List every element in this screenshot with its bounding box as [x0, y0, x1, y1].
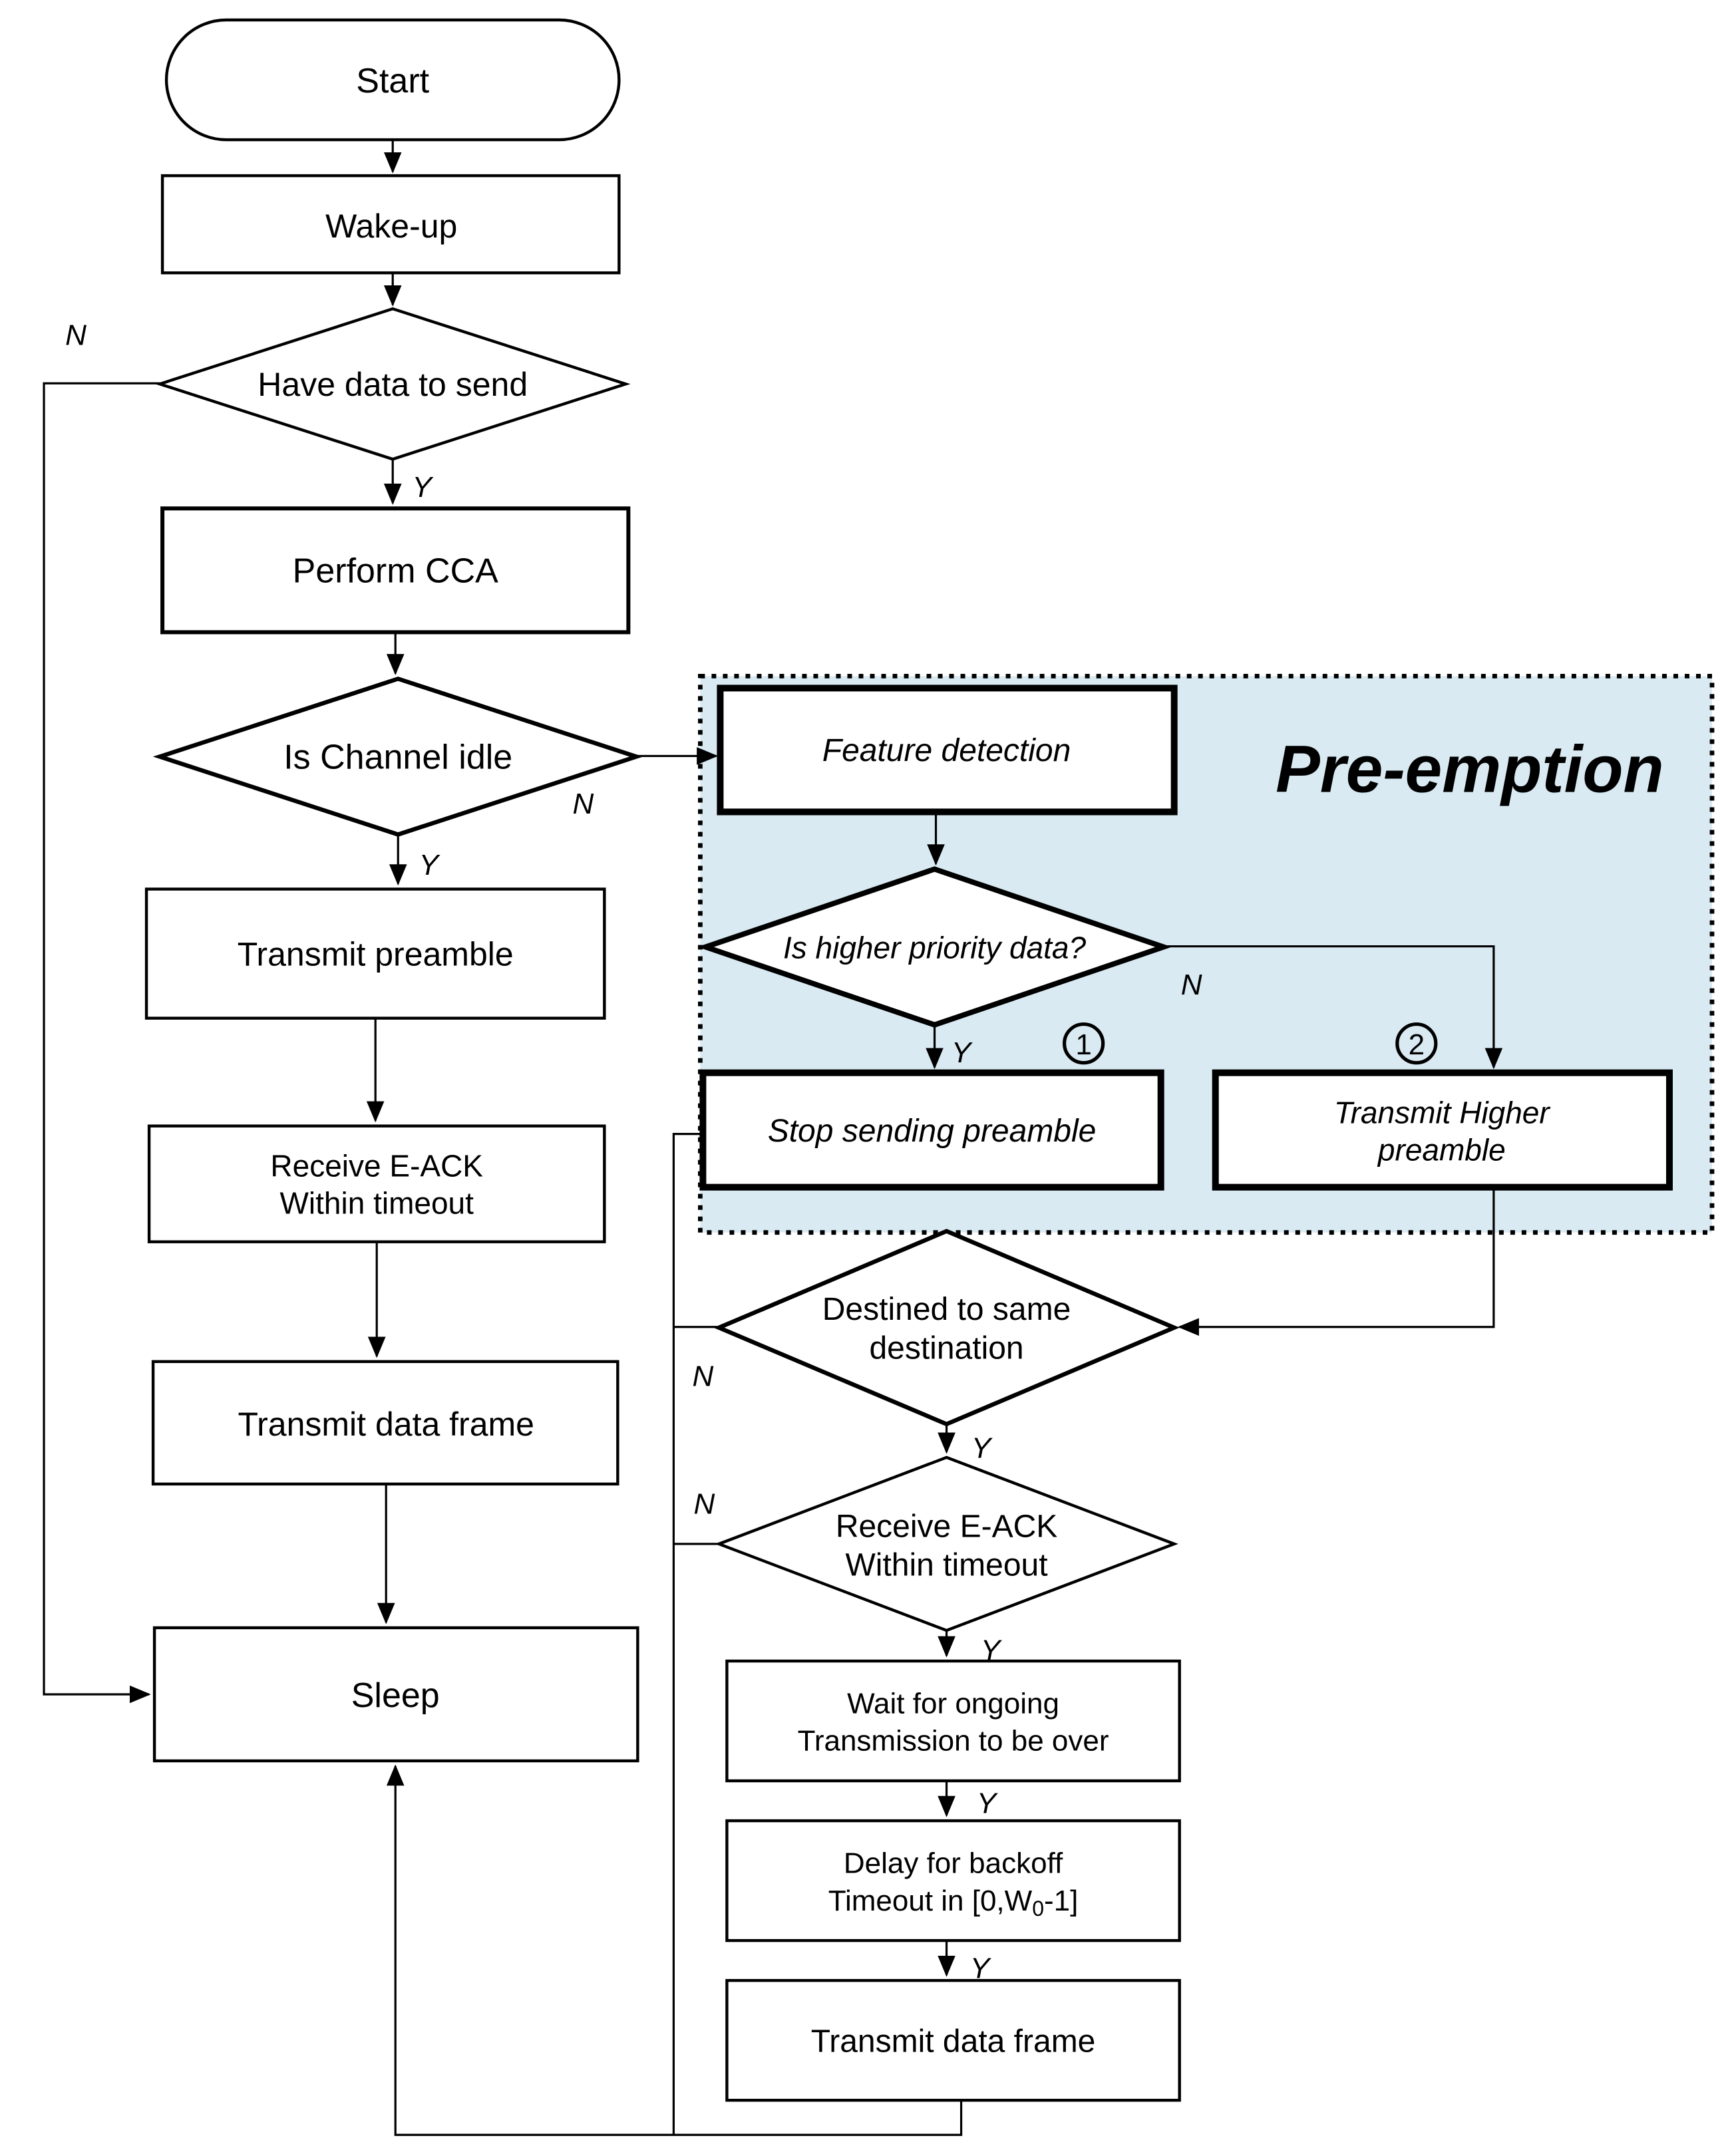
node-perform-cca: Perform CCA — [160, 506, 631, 635]
start-label: Start — [356, 62, 429, 100]
stop-preamble-label: Stop sending preamble — [768, 1114, 1097, 1149]
destined-same-line1: Destined to same — [822, 1292, 1071, 1327]
edge-havedata-no-sleep — [43, 382, 160, 1704]
transmit-data-left-shape — [151, 1360, 619, 1486]
transmit-data-right-shape — [725, 1978, 1181, 2102]
node-start: Start — [164, 18, 621, 142]
node-transmit-higher: Transmit Higher preamble — [1212, 1069, 1673, 1191]
perform-cca-label: Perform CCA — [293, 551, 498, 590]
have-data-label: Have data to send — [258, 366, 528, 403]
higher-priority-no-label: N — [1181, 969, 1202, 1001]
node-sleep: Sleep — [152, 1626, 639, 1763]
destined-same-line2: destination — [869, 1330, 1023, 1366]
destined-same-yes-label: Y — [971, 1432, 993, 1464]
wait-ongoing-line1: Wait for ongoing — [847, 1687, 1059, 1720]
transmit-preamble-label: Transmit preamble — [238, 936, 514, 973]
receive-eack-box-shape — [147, 1124, 606, 1243]
channel-idle-shape — [152, 677, 643, 837]
node-wait-ongoing: Wait for ongoing Transmission to be over — [725, 1659, 1181, 1783]
node-transmit-preamble: Transmit preamble — [144, 887, 606, 1020]
preemption-title: Pre-emption — [1276, 732, 1664, 806]
channel-idle-label: Is Channel idle — [283, 738, 512, 776]
step-marker-1: 1 — [1063, 1022, 1105, 1065]
delay-backoff-line2: Timeout in [0,W0-1] — [828, 1885, 1079, 1921]
delay-backoff-line2-post: -1] — [1044, 1885, 1078, 1917]
receive-eack-diamond-line1: Receive E-ACK — [836, 1509, 1057, 1544]
sleep-label: Sleep — [351, 1676, 440, 1715]
receive-eack-diamond-line2: Within timeout — [845, 1547, 1047, 1583]
feature-detection-label: Feature detection — [822, 733, 1071, 768]
wait-ongoing-shape — [725, 1659, 1181, 1783]
node-channel-idle: Is Channel idle — [152, 677, 643, 837]
delay-backoff-yes-label: Y — [970, 1952, 991, 1985]
destined-same-no-label: N — [693, 1360, 714, 1392]
higher-priority-label: Is higher priority data? — [783, 931, 1087, 965]
transmit-preamble-shape — [144, 887, 606, 1020]
transmit-higher-line1: Transmit Higher — [1334, 1096, 1550, 1130]
delay-backoff-line1: Delay for backoff — [844, 1847, 1063, 1880]
edge-bottom-loop-sleep — [386, 1764, 963, 2136]
higher-priority-yes-label: Y — [952, 1036, 973, 1069]
node-wakeup: Wake-up — [160, 174, 621, 275]
step-marker-2: 2 — [1395, 1022, 1438, 1065]
edge-priority-no-higher — [1163, 945, 1503, 1070]
node-higher-priority: Is higher priority data? — [697, 866, 1172, 1028]
channel-idle-no-label: N — [572, 788, 594, 820]
node-destined-same: Destined to same destination — [713, 1229, 1180, 1427]
wait-ongoing-line2: Transmission to be over — [798, 1724, 1109, 1757]
start-shape — [164, 18, 621, 142]
receive-eack-no-label: N — [694, 1487, 715, 1520]
wakeup-label: Wake-up — [325, 208, 457, 245]
step-marker-2-number: 2 — [1409, 1028, 1425, 1061]
edge-higher-destined — [1178, 1187, 1495, 1336]
sleep-shape — [152, 1626, 639, 1763]
perform-cca-shape — [160, 506, 631, 635]
delay-backoff-line2-pre: Timeout in [0,W — [828, 1885, 1033, 1917]
edges — [43, 140, 1503, 2136]
node-have-data: Have data to send — [154, 307, 631, 461]
branch-labels: N Y Y N Y N N Y N Y Y Y — [65, 319, 1202, 1985]
node-feature-detection: Feature detection — [717, 685, 1178, 816]
wait-ongoing-yes-label: Y — [977, 1787, 998, 1820]
node-transmit-data-right: Transmit data frame — [725, 1978, 1181, 2102]
edge-stop-left-rail — [672, 1133, 703, 2135]
feature-detection-shape — [717, 685, 1178, 816]
have-data-yes-label: Y — [413, 471, 434, 504]
node-transmit-data-left: Transmit data frame — [151, 1360, 619, 1486]
step-marker-1-circle — [1063, 1022, 1105, 1065]
higher-priority-shape — [697, 866, 1172, 1028]
receive-eack-box-line2: Within timeout — [280, 1186, 474, 1221]
destined-same-shape — [713, 1229, 1180, 1427]
transmit-higher-line2: preamble — [1377, 1133, 1506, 1167]
node-stop-preamble: Stop sending preamble — [699, 1069, 1164, 1191]
have-data-no-label: N — [65, 319, 87, 352]
delay-backoff-shape — [725, 1819, 1181, 1942]
receive-eack-diamond-shape — [715, 1456, 1178, 1632]
transmit-higher-shape — [1212, 1069, 1673, 1191]
node-delay-backoff: Delay for backoff Timeout in [0,W0-1] — [725, 1819, 1181, 1942]
node-receive-eack-box: Receive E-ACK Within timeout — [147, 1124, 606, 1243]
stop-preamble-shape — [699, 1069, 1164, 1191]
step-marker-2-circle — [1395, 1022, 1438, 1065]
transmit-data-right-label: Transmit data frame — [811, 2024, 1096, 2060]
delay-backoff-line2-sub: 0 — [1032, 1897, 1044, 1921]
receive-eack-yes-label: Y — [981, 1634, 1002, 1666]
receive-eack-box-line1: Receive E-ACK — [270, 1149, 483, 1183]
step-marker-1-number: 1 — [1075, 1028, 1091, 1061]
channel-idle-yes-label: Y — [419, 849, 440, 881]
have-data-shape — [154, 307, 631, 461]
node-receive-eack-diamond: Receive E-ACK Within timeout — [715, 1456, 1178, 1632]
wakeup-shape — [160, 174, 621, 275]
transmit-data-left-label: Transmit data frame — [238, 1406, 534, 1443]
